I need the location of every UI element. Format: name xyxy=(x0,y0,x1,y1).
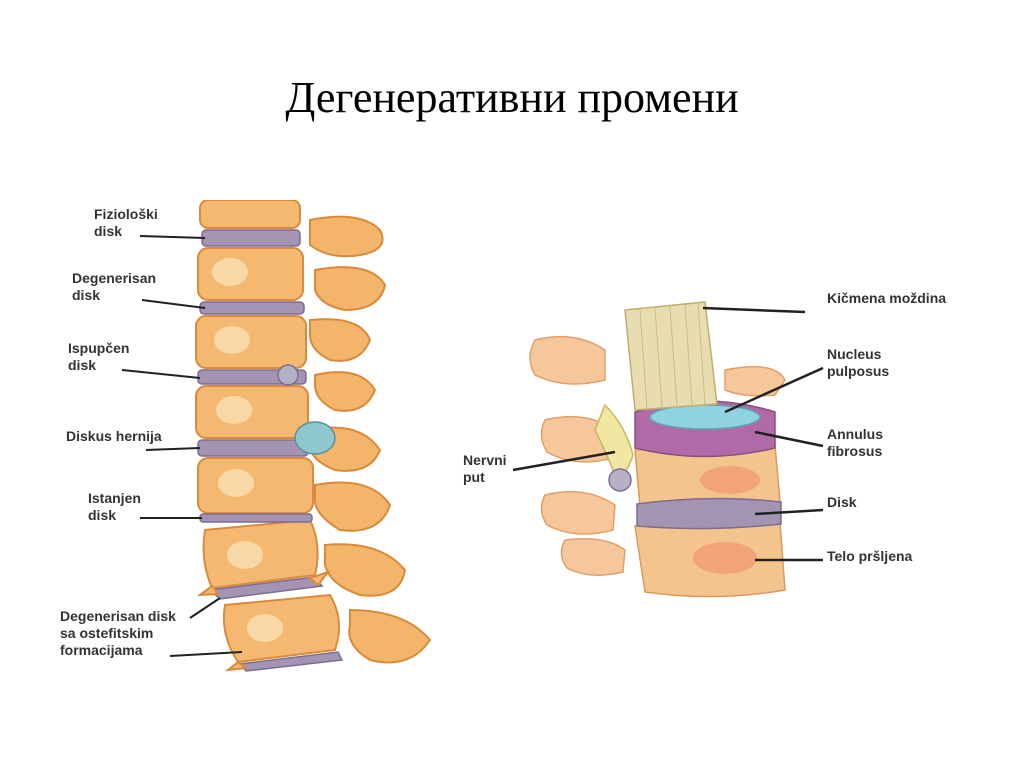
label-degenerated-disc-osteophytes: Degenerisan disk sa ostefitskim formacij… xyxy=(60,608,176,658)
vertebral-processes xyxy=(529,335,786,576)
label-nucleus-pulposus: Nucleus pulposus xyxy=(827,346,890,379)
nerve-root-shape xyxy=(594,403,634,477)
label-physiological-disc: Fiziološki disk xyxy=(94,206,158,239)
label-spinal-cord: Kičmena moždina xyxy=(827,290,947,306)
label-degenerated-disc: Degenerisan disk xyxy=(72,270,157,303)
lower-disc-shape xyxy=(636,497,782,530)
label-vertebral-body: Telo pršljena xyxy=(827,548,913,564)
left-leader-lines xyxy=(121,235,243,657)
label-nerve-root: Nervni put xyxy=(463,452,507,485)
disc-anatomy-illustration xyxy=(512,301,824,598)
spine-lateral-diagram: Fiziološki disk Degenerisan disk Ispupče… xyxy=(60,200,450,680)
label-annulus-fibrosus: Annulus fibrosus xyxy=(827,426,883,459)
label-disc: Disk xyxy=(827,494,857,510)
vertebra-shading xyxy=(693,466,760,574)
label-disc-hernia: Diskus hernija xyxy=(66,428,162,444)
slide-title: Дегенеративни промени xyxy=(285,73,739,122)
spine-lateral-illustration xyxy=(121,200,432,672)
bone-highlights xyxy=(212,258,283,642)
nucleus-pulposus-shape xyxy=(649,404,761,430)
spinal-cord-shape xyxy=(624,301,718,411)
spinal-cord-fibers xyxy=(639,303,706,409)
herniated-disc-mark xyxy=(294,421,336,455)
osteophytes xyxy=(196,570,331,672)
label-bulging-disc: Ispupčen disk xyxy=(68,340,130,373)
intervertebral-discs xyxy=(197,229,344,672)
disc-anatomy-diagram: Kičmena moždina Nucleus pulposus Annulus… xyxy=(455,280,985,610)
label-thinned-disc: Istanjen disk xyxy=(88,490,141,523)
nerve-root-compression xyxy=(608,468,632,492)
right-leader-lines xyxy=(512,306,824,562)
bulging-disc-mark xyxy=(277,364,299,386)
